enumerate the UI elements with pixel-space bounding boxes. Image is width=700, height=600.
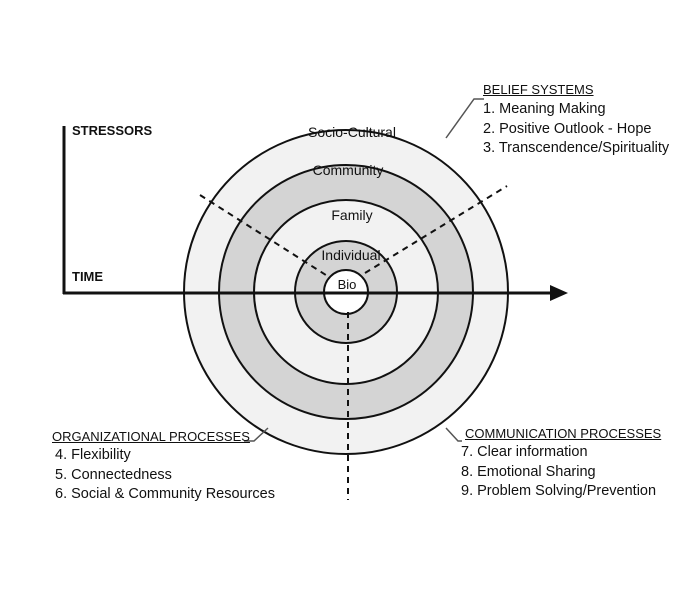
ring-label-socio-cultural: Socio-Cultural — [308, 124, 396, 140]
belief-item-2: 2. Positive Outlook - Hope — [483, 120, 652, 137]
communication-item-9: 9. Problem Solving/Prevention — [461, 483, 657, 500]
communication-processes-block: COMMUNICATION PROCESSES 7. Clear informa… — [461, 426, 662, 500]
belief-item-1: 1. Meaning Making — [483, 100, 606, 117]
time-axis-arrowhead — [550, 285, 568, 301]
organizational-item-4: 4. Flexibility — [55, 446, 131, 463]
ring-label-family: Family — [331, 207, 372, 223]
belief-systems-heading: BELIEF SYSTEMS — [483, 82, 594, 97]
organizational-callout-line — [244, 427, 269, 442]
communication-processes-heading: COMMUNICATION PROCESSES — [465, 426, 662, 441]
communication-item-8: 8. Emotional Sharing — [461, 463, 596, 480]
communication-item-7: 7. Clear information — [461, 443, 588, 460]
communication-callout-line — [445, 427, 462, 442]
ring-label-individual: Individual — [321, 247, 380, 263]
organizational-processes-heading: ORGANIZATIONAL PROCESSES — [52, 429, 250, 444]
stressors-label: STRESSORS — [72, 123, 153, 138]
ring-label-bio: Bio — [338, 277, 357, 292]
belief-item-3: 3. Transcendence/Spirituality — [483, 140, 670, 157]
time-label: TIME — [72, 269, 104, 284]
ring-label-community: Community — [313, 162, 384, 178]
organizational-item-5: 5. Connectedness — [55, 466, 172, 483]
divider-left — [199, 194, 330, 278]
belief-systems-block: BELIEF SYSTEMS 1. Meaning Making 2. Posi… — [483, 82, 670, 157]
organizational-processes-block: ORGANIZATIONAL PROCESSES 4. Flexibility … — [52, 429, 275, 503]
divider-right — [364, 185, 508, 274]
belief-callout-line — [445, 98, 484, 139]
organizational-item-6: 6. Social & Community Resources — [55, 486, 275, 503]
